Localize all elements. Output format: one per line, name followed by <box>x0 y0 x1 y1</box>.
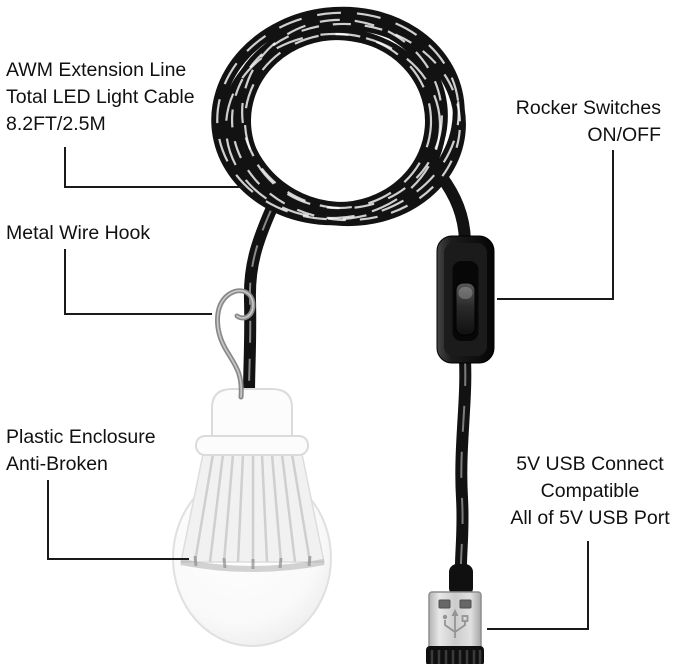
label-plastic-enclosure: Plastic Enclosure Anti-Broken <box>6 424 156 478</box>
label-line: All of 5V USB Port <box>510 507 670 529</box>
label-line: Compatible <box>540 480 640 502</box>
label-extension-cable: AWM Extension Line Total LED Light Cable… <box>6 57 195 138</box>
label-line: Total LED Light Cable <box>6 86 195 108</box>
label-rocker-switch: Rocker Switches ON/OFF <box>516 95 661 149</box>
usb-trident-icon <box>442 609 469 638</box>
label-line: Anti-Broken <box>6 453 108 475</box>
annotation-lines <box>47 147 614 630</box>
label-usb-connect: 5V USB Connect Compatible All of 5V USB … <box>505 451 675 532</box>
bulb-cap <box>195 388 309 456</box>
usb-plug <box>426 564 484 664</box>
callout-line-rocker <box>497 150 614 300</box>
label-line: ON/OFF <box>587 124 661 146</box>
label-line: 8.2FT/2.5M <box>6 113 106 135</box>
label-line: AWM Extension Line <box>6 59 187 81</box>
usb-strain-relief <box>449 564 473 596</box>
callout-line-cable <box>64 147 245 188</box>
usb-grip-ridges <box>430 650 482 664</box>
rocker-switch <box>436 235 495 364</box>
label-line: Metal Wire Hook <box>6 222 151 244</box>
callout-line-usb <box>487 541 589 630</box>
led-bulb <box>172 453 332 647</box>
label-line: Plastic Enclosure <box>6 426 156 448</box>
label-line: Rocker Switches <box>515 97 661 119</box>
callout-line-hook <box>64 249 212 315</box>
rocker-button <box>455 282 476 336</box>
bulb-fins <box>193 453 312 563</box>
metal-hook <box>215 288 256 400</box>
usb-grip <box>426 646 484 664</box>
label-metal-hook: Metal Wire Hook <box>6 220 150 247</box>
cable-coil <box>211 6 466 227</box>
callout-line-enclosure <box>47 480 189 560</box>
label-line: 5V USB Connect <box>516 453 664 475</box>
fin-tips <box>193 555 312 569</box>
